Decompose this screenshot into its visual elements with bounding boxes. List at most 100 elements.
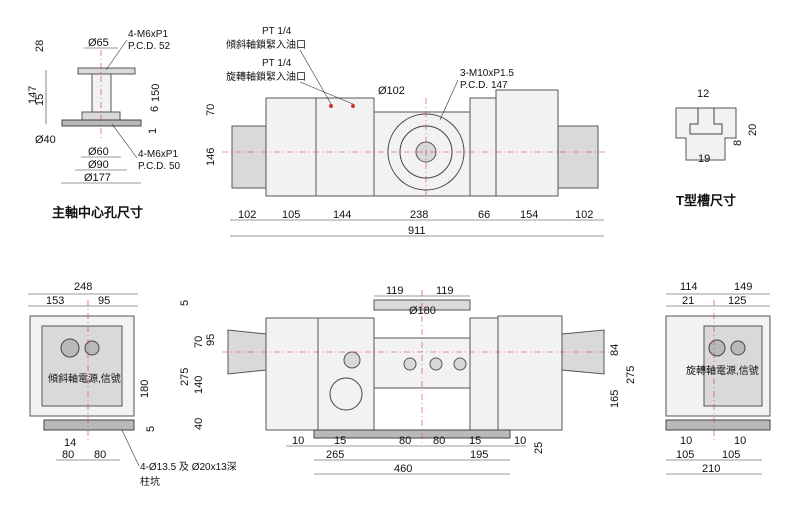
dim-left-w95: 95 [98,295,110,307]
note-bolt-holes: 4-Ø13.5 及 Ø20x13深 [140,461,237,473]
left-cover-plate [41,325,123,407]
dim-front-b15a: 15 [334,435,346,447]
note-pt-tilt-1: PT 1/4 [262,26,292,37]
dim-top-h146: 146 [205,148,217,166]
front-tilt-body [317,317,375,431]
dim-front-b15b: 15 [469,435,481,447]
top-right-plate [469,97,497,197]
right-base [665,419,771,431]
leader-thread-top [105,39,128,71]
dim-front-h275: 275 [179,368,191,386]
dim-front-w119b: 119 [436,285,454,297]
dim-right-w149: 149 [734,281,752,293]
dim-top-w238: 238 [410,209,428,221]
dim-front-w195: 195 [470,449,488,461]
dim-front-h5: 5 [179,300,191,306]
front-tilt-port [343,351,361,369]
dim-front-h70: 70 [193,336,205,348]
dim-d65: Ø65 [88,37,109,49]
left-view: 傾斜軸電源,信號 248 153 95 180 5 14 80 80 4-Ø13… [28,281,237,488]
front-right-housing [497,315,563,431]
dim-top-w102a: 102 [238,209,256,221]
dim-d102: Ø102 [378,85,405,97]
dim-tslot-h20: 20 [747,124,759,136]
dim-d60: Ø60 [88,146,109,158]
t-slot-view: 12 20 8 19 T型槽尺寸 [675,88,759,208]
front-table-hole-3 [453,357,467,371]
dim-top-w102b: 102 [575,209,593,221]
dim-front-w119a: 119 [386,285,404,297]
spindle-base-flange [61,119,142,127]
dim-tslot-h8: 8 [732,140,744,146]
spindle-hole-view: Ø65 147 28 15 150 6 1 Ø40 Ø60 Ø90 Ø177 4… [27,29,180,220]
front-view: 119 119 Ø180 5 70 95 275 140 40 84 275 1… [179,285,637,475]
dim-d90: Ø90 [88,159,109,171]
oil-port-tilt [329,104,333,108]
dim-front-h140: 140 [193,376,205,394]
top-view: PT 1/4 傾斜軸鎖緊入油口 PT 1/4 旋轉軸鎖緊入油口 3-M10xP1… [205,26,606,237]
dim-left-h5: 5 [145,426,157,432]
dim-front-d180: Ø180 [409,305,436,317]
dim-right-b10a: 10 [680,435,692,447]
dim-d40: Ø40 [35,134,56,146]
dim-front-h84: 84 [609,344,621,356]
caption-rotary-power: 旋轉軸電源,信號 [686,364,759,377]
dim-top-w154: 154 [520,209,538,221]
top-tilt-body [315,97,375,197]
dim-right-b10b: 10 [734,435,746,447]
t-slot-groove [689,108,723,135]
top-left-motor [231,125,267,189]
dim-right-w125: 125 [728,295,746,307]
leader-pt-tilt [299,49,332,105]
note-pt-rot-2: 旋轉軸鎖緊入油口 [226,70,306,83]
caption-spindle-hole: 主軸中心孔尺寸 [52,205,143,220]
dim-right-w105b: 105 [722,449,740,461]
dim-top-w144: 144 [333,209,351,221]
dim-right-w21: 21 [682,295,694,307]
top-right-housing [495,89,559,197]
dim-left-w80b: 80 [94,449,106,461]
front-tilt-bore [329,377,363,411]
dim-left-w14: 14 [64,437,76,449]
dim-h6: 6 [149,106,161,112]
dim-tslot-w12: 12 [697,88,709,100]
right-connector-1 [708,339,726,357]
note-pt-tilt-2: 傾斜軸鎖緊入油口 [226,38,306,51]
dim-top-h70: 70 [205,104,217,116]
dim-left-w248: 248 [74,281,92,293]
note-counterbore: 柱坑 [140,475,160,488]
dim-h28: 28 [34,40,46,52]
dim-right-w114: 114 [680,281,698,293]
right-view: 旋轉軸電源,信號 114 149 21 125 10 10 105 105 21… [665,281,771,475]
dim-left-w80a: 80 [62,449,74,461]
dim-front-h25: 25 [533,442,545,454]
front-table-hole-2 [429,357,443,371]
dim-left-h180: 180 [139,380,151,398]
dim-front-b80b: 80 [433,435,445,447]
dim-d177: Ø177 [84,172,111,184]
note-pcd-bottom: P.C.D. 50 [138,161,180,172]
dim-front-b10b: 10 [514,435,526,447]
left-base [43,419,135,431]
dim-h150: 150 [150,84,162,102]
note-pcd-top: P.C.D. 52 [128,41,170,52]
dim-h147: 147 [27,86,39,104]
front-table-hole-1 [403,357,417,371]
dim-front-b10a: 10 [292,435,304,447]
dim-front-h275r: 275 [625,366,637,384]
dim-left-w153: 153 [46,295,64,307]
dim-tslot-w19: 19 [698,153,710,165]
note-thread-table: 3-M10xP1.5 [460,68,514,79]
note-thread-top: 4-M6xP1 [128,29,168,40]
note-pcd-table: P.C.D. 147 [460,80,508,91]
dim-right-w105a: 105 [676,449,694,461]
dim-front-w460: 460 [394,463,412,475]
top-right-motor [557,125,599,189]
dim-h15: 15 [34,94,46,106]
top-left-housing [265,97,317,197]
front-right-plate [469,317,499,431]
right-connector-2 [730,340,746,356]
leader-thread-table [439,79,459,121]
caption-tilt-power: 傾斜軸電源,信號 [48,372,121,385]
leader-bolt-holes [121,429,140,467]
